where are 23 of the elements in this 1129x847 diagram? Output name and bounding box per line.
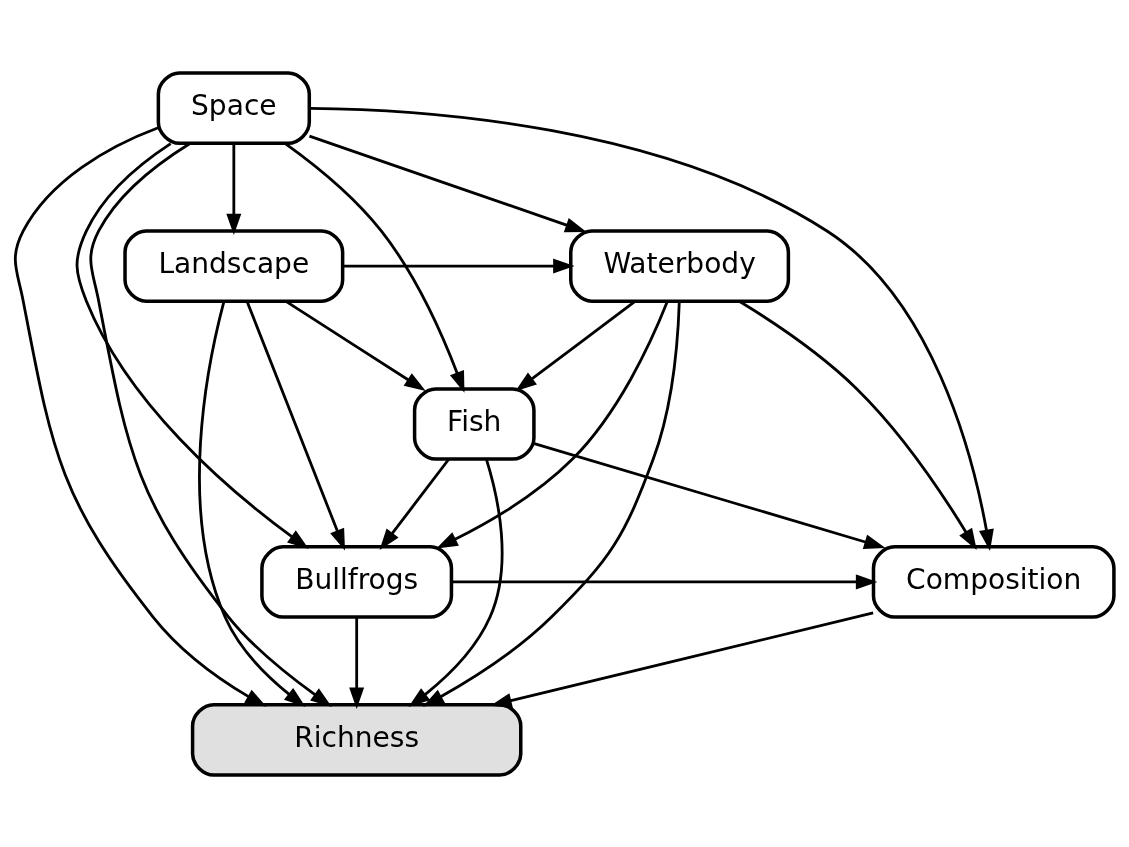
arrow xyxy=(13,125,267,707)
arrow xyxy=(198,300,306,707)
node-box: Space xyxy=(156,70,312,145)
node-box: Composition xyxy=(871,544,1116,619)
node-box: Richness xyxy=(190,702,523,777)
arrow xyxy=(309,134,587,232)
arrow xyxy=(408,458,504,707)
arrow xyxy=(451,573,878,589)
arrow xyxy=(75,141,309,549)
arrow xyxy=(422,300,681,707)
arrow xyxy=(490,611,874,708)
arrow xyxy=(379,457,450,550)
arrow xyxy=(349,616,365,709)
arrow xyxy=(342,258,575,274)
arrow xyxy=(533,441,886,549)
arrow xyxy=(226,142,242,235)
arrow xyxy=(436,300,669,548)
node-box: Waterbody xyxy=(569,228,791,303)
arrow xyxy=(245,300,345,550)
node-box: Fish xyxy=(412,386,536,461)
node-box: Landscape xyxy=(123,228,345,303)
arrow xyxy=(309,106,994,551)
node-box: Bullfrogs xyxy=(260,544,454,619)
